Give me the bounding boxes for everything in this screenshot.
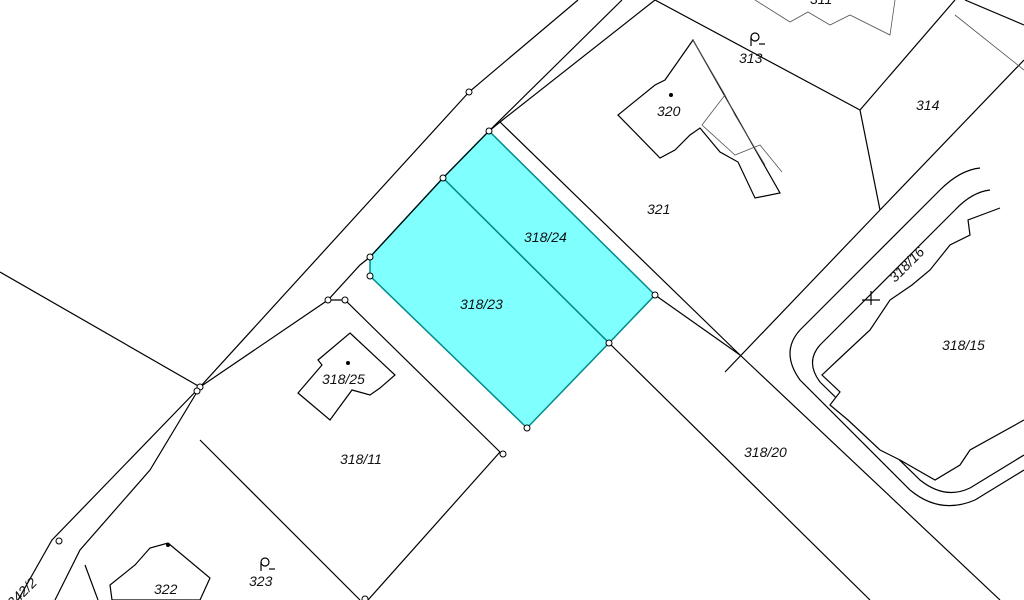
parcel-label-318-11: 318/11 [340, 451, 382, 467]
parcel-label-318-15: 318/15 [942, 337, 985, 353]
parcel-label-322: 322 [154, 581, 178, 597]
parcel-label-314: 314 [916, 97, 940, 113]
parcel-label-342-2: 342/2 [4, 574, 40, 600]
building-320 [617, 38, 783, 199]
parcel-label-311: 311 [810, 0, 832, 7]
parcel-label-313: 313 [739, 50, 763, 66]
building-318-15 [789, 167, 1024, 507]
building-322 [109, 542, 211, 600]
building-markers [166, 93, 673, 547]
parcel-label-321: 321 [647, 201, 670, 217]
parcel-label-318-23: 318/23 [460, 296, 503, 312]
parcel-label-318-24: 318/24 [524, 229, 567, 245]
building-318-25 [297, 332, 396, 421]
parcel-label-320: 320 [657, 103, 681, 119]
house-number-symbols [260, 32, 765, 571]
parcel-label-318-25: 318/25 [322, 371, 365, 387]
survey-points [55, 88, 659, 600]
building-311 [754, 0, 896, 36]
parcel-label-323: 323 [249, 573, 273, 589]
parcel-label-318-20: 318/20 [744, 444, 787, 460]
